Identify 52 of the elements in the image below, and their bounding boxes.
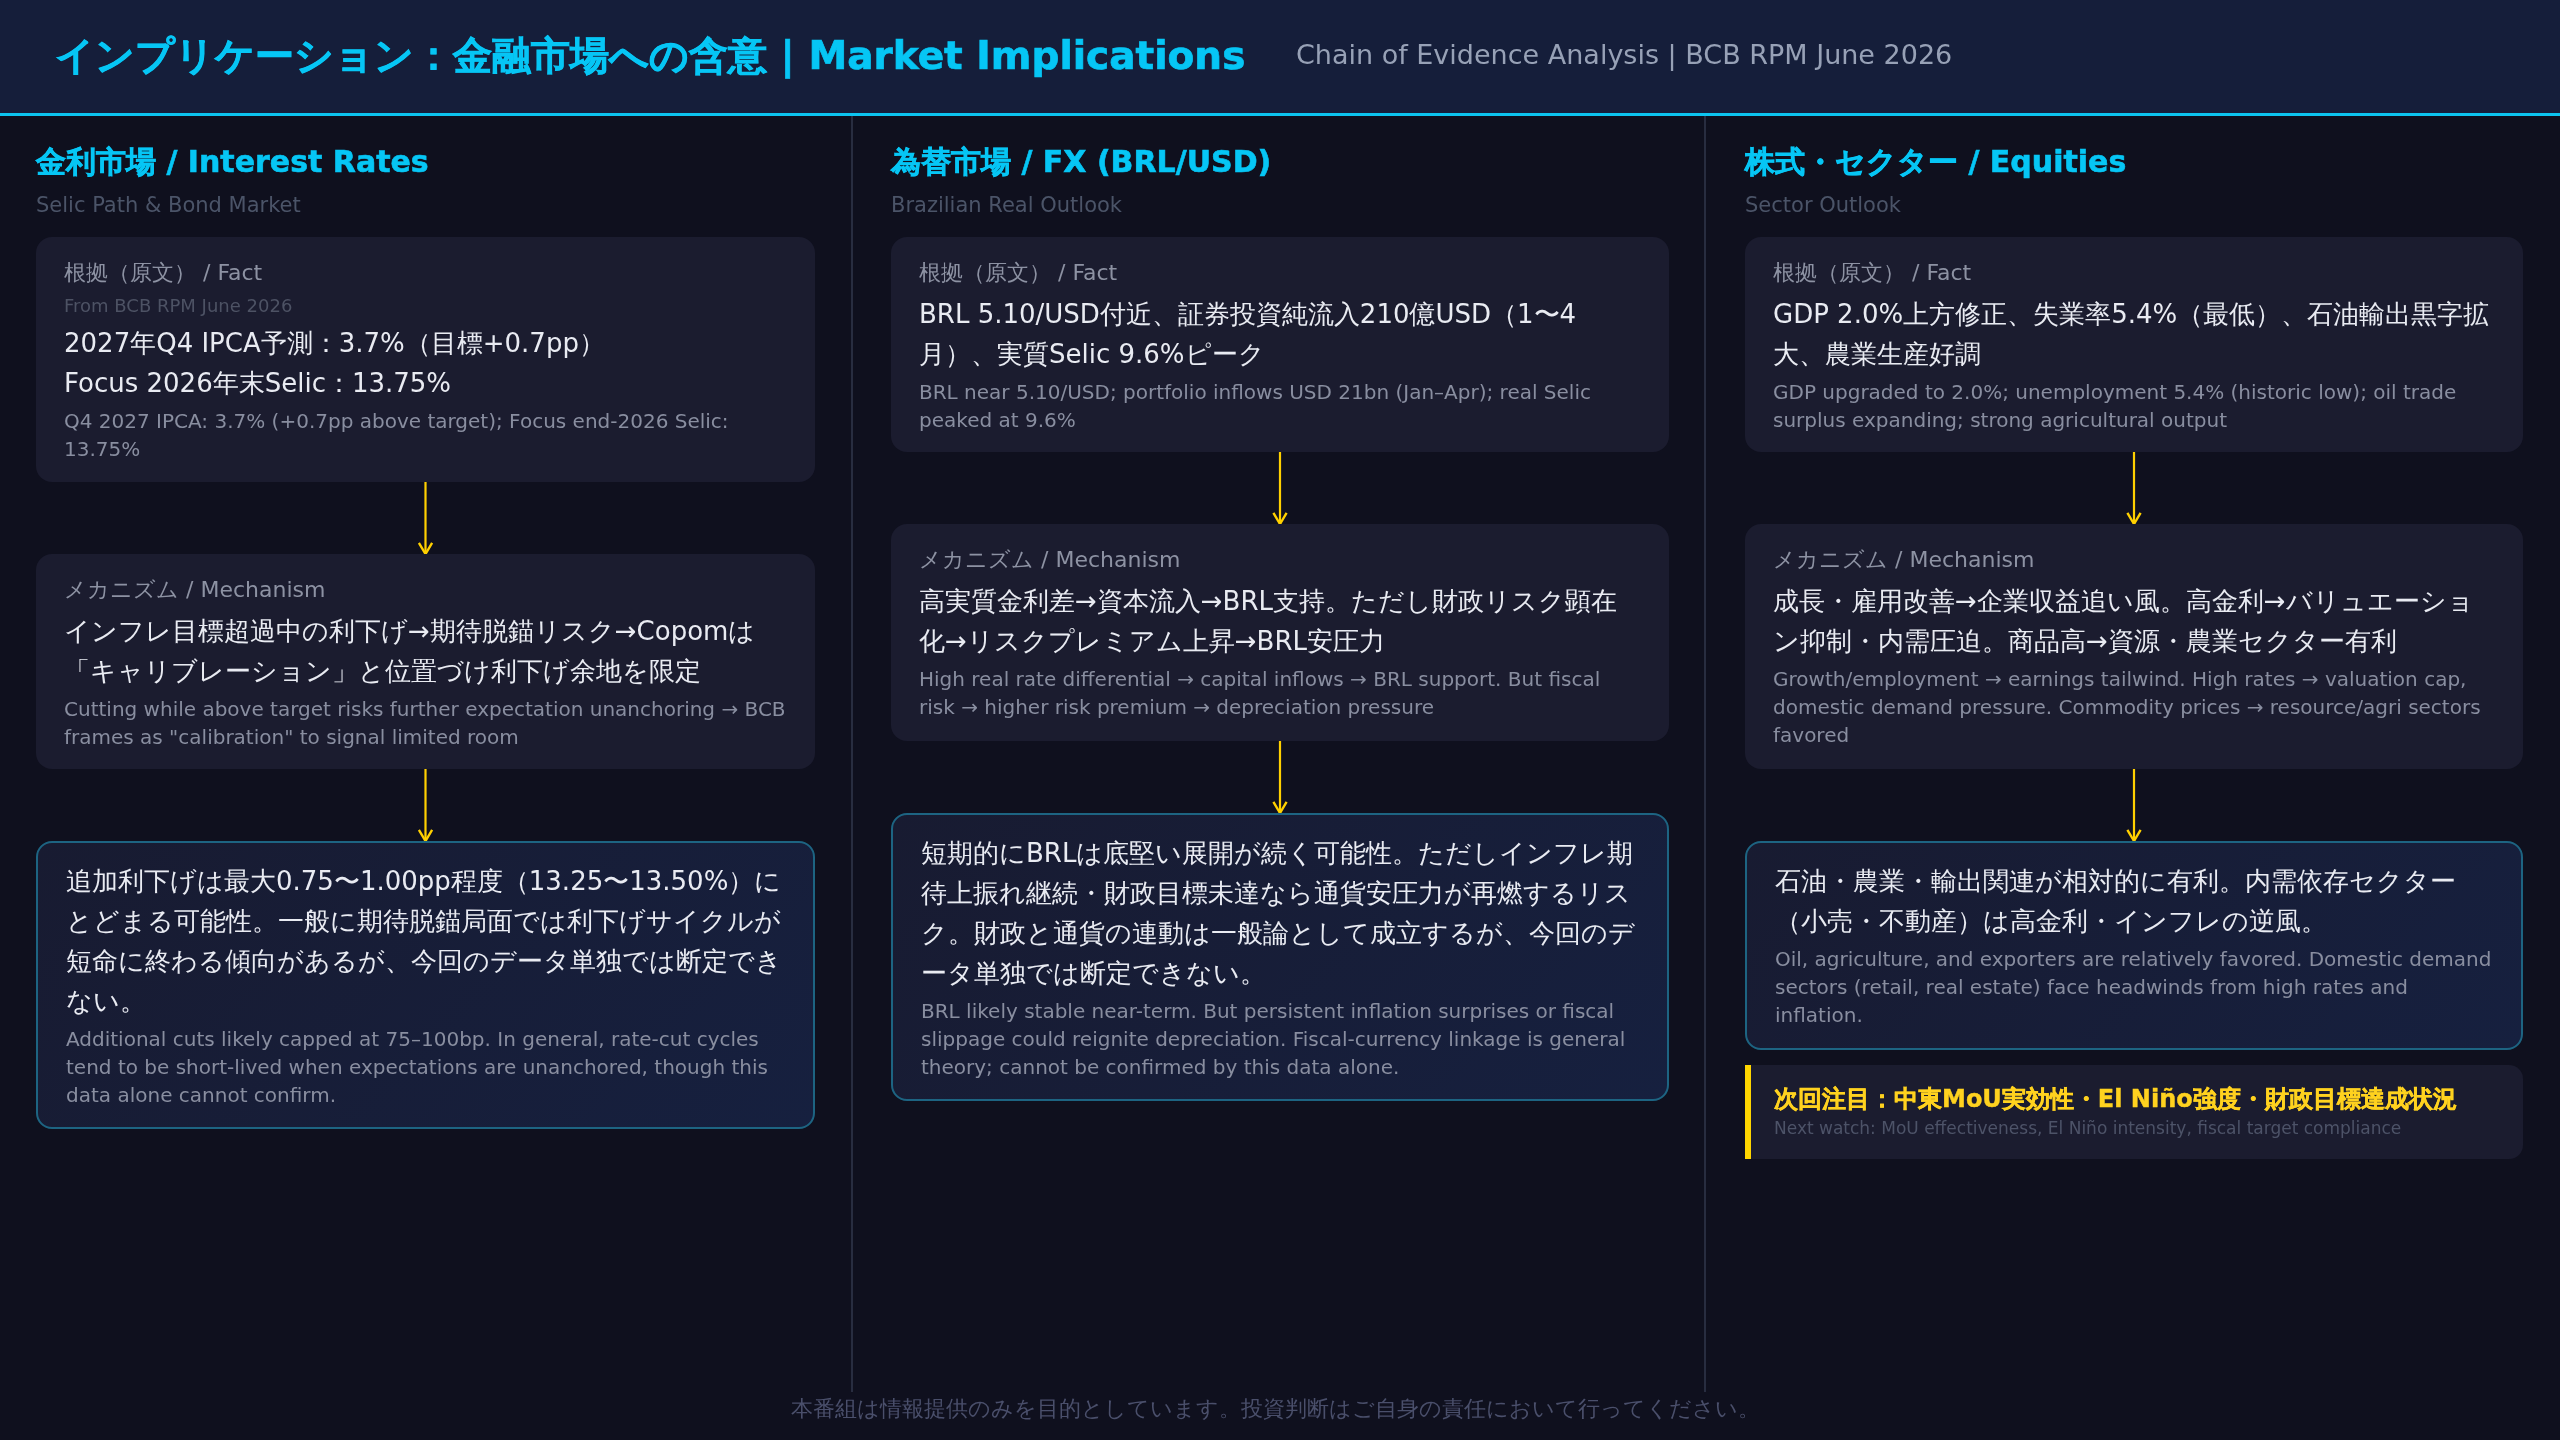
translation-text: BRL likely stable near-term. But persistent inflation surprises or fiscal slippage could reignite depreciation. Fiscal-currency linkage is general theory; cannot be confirmed by this data alone. xyxy=(921,998,1627,1081)
note-heading: 次回注目：中東MoU実効性・El Niño強度・財政目標達成状況 xyxy=(1774,1084,2457,1115)
body-text: 短期的にBRLは底堅い展開が続く可能性。ただしインフレ期待上振れ継続・財政目標未達なら通貨安圧力が再燃するリスク。財政と通貨の連動は一般論として成立するが、今回のデータ単独では断定できない。 xyxy=(921,837,1636,990)
card-label: メカニズム / Mechanism xyxy=(919,546,1181,574)
card-label: メカニズム / Mechanism xyxy=(64,576,326,604)
body-text: 追加利下げは最大0.75〜1.00pp程度（13.25〜13.50%）にとどまる可能性。一般に期待脱錨局面では利下げサイクルが短命に終わる傾向があるが、今回のデータ単独では断定できない。 xyxy=(66,865,783,1018)
card-label: 根拠（原文） / Fact xyxy=(64,259,263,287)
note-text: Next watch: MoU effectiveness, El Niño intensity, fiscal target compliance xyxy=(1774,1117,2402,1140)
arrow xyxy=(418,769,433,843)
column-subtitle: Brazilian Real Outlook xyxy=(891,192,1122,219)
column-heading: 為替市場 / FX (BRL/USD) xyxy=(891,143,1272,181)
fact-card xyxy=(1745,237,2523,452)
arrow xyxy=(1272,741,1288,815)
translation-text: Oil, agriculture, and exporters are relatively favored. Domestic demand sectors (retail, real estate) face headwinds from high rates and inflation. xyxy=(1775,946,2493,1029)
card-label: 根拠（原文） / Fact xyxy=(1773,259,1972,287)
disclaimer-text: 本番組は情報提供のみを目的としています。投資判断はご自身の責任において行ってください。 xyxy=(790,1395,1760,1423)
card-label: 根拠（原文） / Fact xyxy=(919,259,1118,287)
translation-text: BRL near 5.10/USD; portfolio inflows USD 21bn (Jan–Apr); real Selic peaked at 9.6% xyxy=(919,379,1592,434)
body-text: 2027年Q4 IPCA予測：3.7%（目標+0.7pp） xyxy=(64,327,605,360)
fact-card xyxy=(36,237,815,482)
body-text: 石油・農業・輸出関連が相対的に有利。内需依存セクター（小売・不動産）は高金利・インフレの逆風。 xyxy=(1775,865,2457,938)
conclusion-card xyxy=(36,841,815,1129)
body-text: 高実質金利差→資本流入→BRL支持。ただし財政リスク顕在化→リスクプレミアム上昇→BRL安圧力 xyxy=(919,585,1618,658)
note-card xyxy=(1745,1065,2523,1159)
card-label: メカニズム / Mechanism xyxy=(1773,546,2035,574)
mechanism-card xyxy=(891,524,1669,741)
translation-text: Cutting while above target risks further expectation unanchoring → BCB frames as "calibration" to signal limited room xyxy=(64,696,787,751)
conclusion-card xyxy=(1745,841,2523,1050)
fact-card xyxy=(891,237,1669,452)
mechanism-card xyxy=(36,554,815,769)
arrow xyxy=(418,482,433,556)
body-text: Focus 2026年末Selic：13.75% xyxy=(64,367,452,400)
arrow xyxy=(2126,452,2142,526)
translation-text: Growth/employment → earnings tailwind. High rates → valuation cap, domestic demand pressure. Commodity prices → resource/agri sectors favored xyxy=(1773,666,2482,749)
body-text: GDP 2.0%上方修正、失業率5.4%（最低）、石油輸出黒字拡大、農業生産好調 xyxy=(1773,298,2491,371)
column-subtitle: Sector Outlook xyxy=(1745,192,1901,219)
arrow xyxy=(2126,769,2142,843)
translation-text: GDP upgraded to 2.0%; unemployment 5.4% (historic low); oil trade surplus expanding; strong agricultural output xyxy=(1773,379,2458,434)
body-text: 成長・雇用改善→企業収益追い風。高金利→バリュエーション抑制・内需圧迫。商品高→資源・農業セクター有利 xyxy=(1773,585,2475,658)
column-subtitle: Selic Path & Bond Market xyxy=(36,192,301,219)
conclusion-card xyxy=(891,813,1669,1101)
body-text: BRL 5.10/USD付近、証券投資純流入210億USD（1〜4月）、実質Selic 9.6%ピーク xyxy=(919,298,1578,371)
body-text: インフレ目標超過中の利下げ→期待脱錨リスク→Copomは「キャリブレーション」と位置づけ利下げ余地を限定 xyxy=(64,615,757,688)
column-heading: 株式・セクター / Equities xyxy=(1745,143,2127,181)
subtitle: Chain of Evidence Analysis | BCB RPM June 2026 xyxy=(1296,38,1953,73)
translation-text: Additional cuts likely capped at 75–100bp. In general, rate-cut cycles tend to be short-lived when expectations are unanchored, though this data alone cannot confirm. xyxy=(66,1026,769,1109)
column-heading: 金利市場 / Interest Rates xyxy=(36,143,429,181)
mechanism-card xyxy=(1745,524,2523,769)
translation-text: Q4 2027 IPCA: 3.7% (+0.7pp above target); Focus end-2026 Selic: 13.75% xyxy=(64,408,730,463)
translation-text: High real rate differential → capital inflows → BRL support. But fiscal risk → higher risk premium → depreciation pressure xyxy=(919,666,1602,721)
title: インプリケーション：金融市場への含意 | Market Implications xyxy=(55,32,1246,81)
arrow xyxy=(1272,452,1288,526)
